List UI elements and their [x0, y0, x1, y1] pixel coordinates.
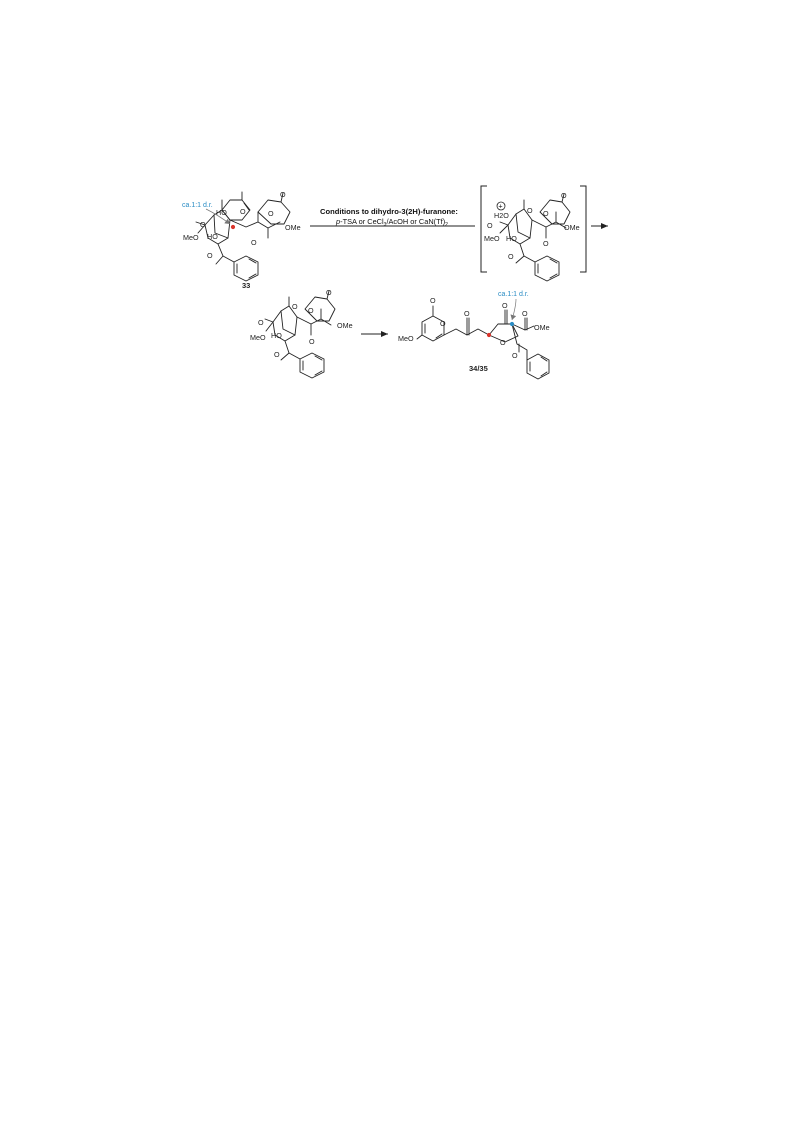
- label-o-left-2: O: [292, 302, 298, 311]
- bracket-right: [580, 185, 587, 273]
- label-o-left-1: O: [258, 318, 264, 327]
- compound-label-33: 33: [242, 281, 250, 290]
- label-meo-product: MeO: [398, 334, 414, 343]
- label-o-ketone-product: O: [464, 309, 470, 318]
- compound-label-34-35: 34/35: [469, 364, 488, 373]
- dr-pointer-start: [205, 208, 231, 225]
- label-o-start-1: O: [240, 207, 246, 216]
- label-meo-intermediate: MeO: [484, 234, 500, 243]
- label-ome-left: OMe: [337, 321, 353, 330]
- label-o-phenacyl-product: O: [512, 351, 518, 360]
- label-o-benzoyl-intermediate: O: [508, 252, 514, 261]
- label-o-ring-start: O: [268, 209, 274, 218]
- compound-33-structure: [195, 191, 291, 282]
- label-ome-product: OMe: [534, 323, 550, 332]
- label-o-pyranone-left: O: [326, 288, 332, 297]
- label-ho-start: HO: [216, 208, 227, 217]
- label-h2o-intermediate: H2O: [494, 211, 509, 220]
- dr-annotation-start: ca.1:1 d.r.: [182, 202, 213, 209]
- label-ome-intermediate: OMe: [564, 223, 580, 232]
- label-ho-start-2: HO: [207, 232, 218, 241]
- dr-pointer-product: [510, 298, 517, 321]
- oxonium-plus: +: [498, 202, 502, 211]
- stereocenter-marker: [230, 224, 236, 230]
- intermediate-structure: [499, 193, 571, 282]
- label-o-pyranone-intermediate: O: [561, 191, 567, 200]
- stereocenter-blue-product: [509, 321, 515, 327]
- label-o-pyranone-product: O: [430, 296, 436, 305]
- oxonium-charge-circle: [496, 201, 506, 211]
- label-o-benzoyl-left: O: [274, 350, 280, 359]
- label-meo-left: MeO: [250, 333, 266, 342]
- conditions-title: Conditions to dihydro-3(2H)-furanone:: [320, 207, 458, 216]
- label-o-pyranone-start: O: [280, 190, 286, 199]
- label-o-ring-furan-product: O: [500, 338, 506, 347]
- label-o-ring-pyranone-product: O: [440, 319, 446, 328]
- label-o-benzoyl-start: O: [207, 251, 213, 260]
- conditions-reagents: p-TSA or CeCl3/AcOH or CaN(Tf)2: [335, 217, 448, 228]
- label-o-intermediate-2: O: [487, 221, 493, 230]
- label-o-start-2: O: [200, 220, 206, 229]
- dr-annotation-product: ca.1:1 d.r.: [498, 291, 529, 298]
- label-o-ester-product: O: [522, 309, 528, 318]
- label-o-intermediate-1: O: [527, 206, 533, 215]
- label-ome-start: OMe: [285, 223, 301, 232]
- label-ho-intermediate: HO: [506, 234, 517, 243]
- label-ho-left: HO: [271, 331, 282, 340]
- label-o-ketone-start: O: [251, 238, 257, 247]
- label-o-ketone-intermediate: O: [543, 239, 549, 248]
- label-o-ring-intermediate: O: [543, 209, 549, 218]
- label-o-ring-left: O: [308, 306, 314, 315]
- bracket-left: [480, 185, 487, 273]
- product-34-35-structure: [416, 305, 550, 380]
- label-o-furanone-product: O: [502, 301, 508, 310]
- label-meo-start: MeO: [183, 233, 199, 242]
- cyclization-precursor-structure: [264, 290, 336, 379]
- stereocenter-red-product: [486, 332, 492, 338]
- label-o-ketone-left: O: [309, 337, 315, 346]
